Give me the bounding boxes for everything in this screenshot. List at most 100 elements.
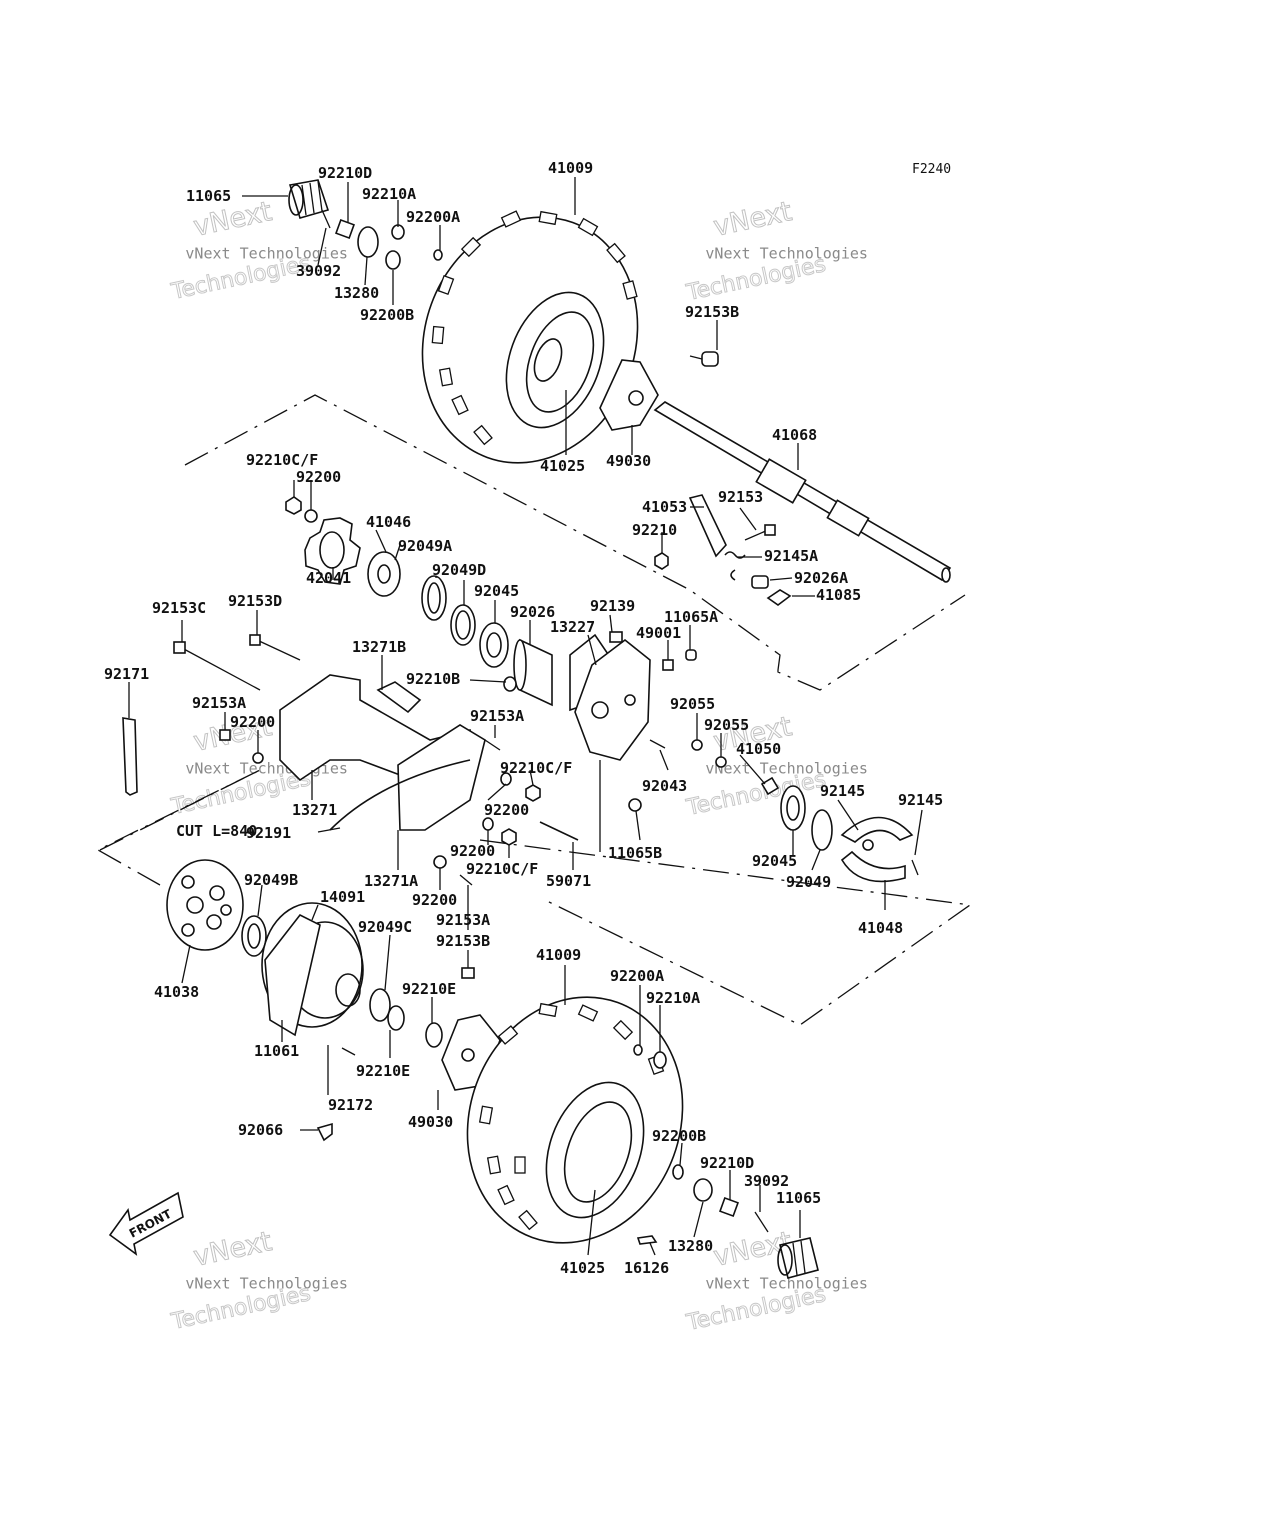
label-92045-1: 92045: [474, 582, 519, 600]
part-number-labels: 11065 92210D 92210A 92200A 39092 13280 9…: [104, 159, 943, 1277]
label-92055-1: 92055: [670, 695, 715, 713]
top-rim: [505, 291, 605, 429]
washer-92055-1: [691, 739, 703, 751]
svg-text:vNext Technologies: vNext Technologies: [705, 245, 868, 263]
label-92200-2: 92200: [230, 713, 275, 731]
label-92049: 92049: [786, 873, 831, 891]
label-92049d: 92049D: [432, 561, 486, 579]
top-wheel-assembly: [421, 210, 719, 464]
label-92210cf-2: 92210C/F: [500, 759, 572, 777]
label-41046: 41046: [366, 513, 411, 531]
lower-assembly-outline: [96, 769, 261, 886]
watermark-bottom-right: vNext vNext Technologies Technologies: [683, 1226, 868, 1337]
washer-92200-4: [482, 817, 494, 831]
label-16126: 16126: [624, 1259, 669, 1277]
label-92200b-top: 92200B: [360, 306, 414, 324]
label-14091: 14091: [320, 888, 365, 906]
label-92145-1: 92145: [820, 782, 865, 800]
collar-92139: [609, 631, 623, 643]
label-92171: 92171: [104, 665, 149, 683]
bolt-92153b-2: [461, 967, 475, 979]
label-92200-4: 92200: [450, 842, 495, 860]
nut-92210cf-1: [285, 496, 302, 515]
label-11065b: 11065B: [608, 844, 662, 862]
hub-41046: [367, 551, 401, 597]
label-92049b: 92049B: [244, 871, 298, 889]
svg-text:vNext: vNext: [191, 1226, 275, 1273]
label-92210cf-3: 92210C/F: [466, 860, 538, 878]
watermark-top-right: vNext vNext Technologies Technologies: [683, 196, 868, 307]
washer-92200a-2: [633, 1044, 643, 1056]
lever-41053: [688, 494, 727, 558]
label-92153: 92153: [718, 488, 763, 506]
label-41050: 41050: [736, 740, 781, 758]
figure-code: F2240: [912, 162, 951, 177]
label-92153c: 92153C: [152, 599, 206, 617]
label-41009-top: 41009: [548, 159, 593, 177]
top-nut-92210a: [391, 224, 405, 240]
label-41068: 41068: [772, 426, 817, 444]
washer-92200-2: [252, 752, 264, 764]
washer-92200-1: [304, 509, 318, 523]
label-92153d: 92153D: [228, 592, 282, 610]
washer-92200b-2: [672, 1164, 684, 1180]
label-92191: 92191: [246, 824, 291, 842]
label-92145a: 92145A: [764, 547, 818, 565]
nut-92210d-2: [719, 1197, 739, 1217]
label-92153b-2: 92153B: [436, 932, 490, 950]
label-41038: 41038: [154, 983, 199, 1001]
cut-length-note: CUT L=840: [176, 822, 257, 840]
bracket-13271b: [376, 681, 422, 714]
label-92049c: 92049C: [358, 918, 412, 936]
seal-92049: [811, 809, 833, 851]
label-59071: 59071: [546, 872, 591, 890]
bolt-92153d: [256, 639, 301, 661]
label-41025-top: 41025: [540, 457, 585, 475]
front-direction-arrow: FRONT: [108, 1191, 184, 1256]
label-92026a: 92026A: [794, 569, 848, 587]
svg-text:vNext Technologies: vNext Technologies: [705, 1275, 868, 1293]
plug-92066: [316, 1122, 333, 1142]
lower-assembly-outline-2: [479, 839, 972, 1026]
sleeve-92026a: [751, 575, 769, 589]
label-39092-top: 39092: [296, 262, 341, 280]
nut-92210cf-3: [501, 828, 517, 846]
spring-92145: [862, 839, 874, 851]
label-92210b: 92210B: [406, 670, 460, 688]
label-92210d-top: 92210D: [318, 164, 372, 182]
label-92200-1: 92200: [296, 468, 341, 486]
washer-92055-2: [715, 756, 727, 768]
top-wheel-fasteners: [288, 179, 443, 270]
top-bolt-92153b: [701, 351, 719, 367]
label-92153a-3: 92153A: [436, 911, 490, 929]
label-11065-top: 11065: [186, 187, 231, 205]
label-92200a-top: 92200A: [406, 208, 460, 226]
collar-13280-2: [693, 1178, 713, 1202]
cap-11065a: [685, 649, 697, 661]
assembly-outlines: [96, 394, 972, 1026]
seal-92049c: [369, 988, 391, 1022]
top-washer-92200b: [385, 250, 401, 270]
top-washer-92200a: [433, 249, 443, 261]
washer-92210e-2: [425, 1022, 443, 1048]
cap-11065b: [628, 798, 642, 812]
label-92066: 92066: [238, 1121, 283, 1139]
washer-92210e-1: [387, 1005, 405, 1031]
brake-panel-41050: [574, 638, 651, 761]
strap-92171: [122, 717, 138, 796]
label-92153a-1: 92153A: [192, 694, 246, 712]
label-39092-bottom: 39092: [744, 1172, 789, 1190]
label-13271a: 13271A: [364, 872, 418, 890]
bracket-13271a: [397, 724, 486, 831]
cotter-pin-39092-2: [754, 1211, 769, 1233]
label-13280-top: 13280: [334, 284, 379, 302]
label-92210cf-1: 92210C/F: [246, 451, 318, 469]
label-92045-2: 92045: [752, 852, 797, 870]
label-92210a-top: 92210A: [362, 185, 416, 203]
top-collar-13280: [357, 226, 379, 258]
seal-92049a: [421, 575, 447, 621]
gasket-11061: [264, 913, 321, 1037]
label-92145-2: 92145: [898, 791, 943, 809]
label-92200a-bottom: 92200A: [610, 967, 664, 985]
